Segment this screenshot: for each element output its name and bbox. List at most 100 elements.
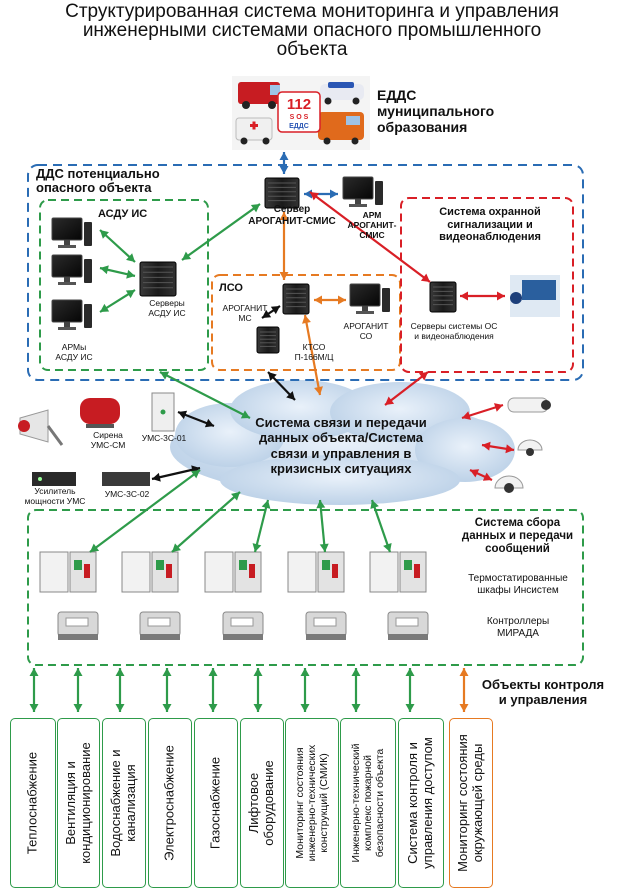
edds-label-line: образования — [377, 119, 468, 136]
subsystem-label: Вентиляция и кондиционирование — [62, 742, 93, 864]
dds-label-line: ДДС потенциально — [36, 166, 160, 181]
asdu-arm-arrow — [99, 289, 136, 313]
ums01-network-arrow — [177, 410, 215, 428]
lso-ms-rack-icon — [282, 283, 310, 315]
loudspeaker-icon — [18, 409, 64, 446]
asdu-arm-icon — [51, 217, 92, 248]
objects-link-arrow — [29, 668, 39, 712]
dds-network-arrow — [159, 371, 251, 419]
siren-label: Сирена УМС-СМ — [78, 430, 138, 451]
asdu-arm-icon — [51, 254, 92, 285]
asdu-servers-line: Серверы — [149, 298, 185, 308]
objects-link-arrow — [300, 668, 310, 712]
security-video-arrow — [460, 291, 505, 301]
edds-badge-edds: ЕДДС — [289, 123, 309, 130]
arm-smis-label: АРМ АРОГАНИТ- СМИС — [332, 210, 412, 240]
cabinets-label: Термостатированные шкафы Инсистем — [458, 573, 578, 596]
lso-title: ЛСО — [219, 282, 243, 294]
subsystem-box: Мониторинг состояния инженерно-техническ… — [285, 718, 339, 888]
objects-link-arrow — [73, 668, 83, 712]
lso-ktso-label: КТСО П-166М/Ц — [286, 342, 342, 363]
controllers-label-line: Контроллеры — [486, 616, 550, 627]
subsystem-label: Электроснабжение — [161, 745, 177, 861]
asdu-smis-arrow — [181, 203, 261, 261]
data-system-title-line: сообщений — [485, 543, 550, 556]
asdu-arm-icon — [51, 299, 92, 330]
cabinets-label-line: Термостатированные — [468, 573, 568, 584]
objects-link-arrow — [405, 668, 415, 712]
controllers-label: Контроллеры МИРАДА — [458, 616, 578, 639]
edds-label-line: муниципального — [377, 103, 495, 120]
lso-ktso-line: П-166М/Ц — [294, 351, 334, 362]
ums01-cabinet-icon — [151, 392, 175, 432]
subsystem-box: Лифтовое оборудование — [240, 718, 284, 888]
objects-link-arrow — [162, 668, 172, 712]
lso-so-line: СО — [359, 330, 373, 341]
subsystem-box: Теплоснабжение — [10, 718, 56, 888]
ktso-rack-icon — [256, 326, 280, 354]
lso-so-icon — [349, 283, 390, 314]
objects-link-arrow — [115, 668, 125, 712]
security-network-arrow — [384, 371, 429, 406]
siren-label-line: УМС-СМ — [90, 439, 126, 450]
lso-so-label: АРОГАНИТ СО — [338, 321, 394, 342]
security-servers-icon — [429, 281, 457, 313]
subsystem-box: Мониторинг состояния окружающей среды — [449, 718, 493, 888]
insystem-cabinet-icon — [121, 551, 179, 593]
ums01-label: УМС-3С-01 — [141, 433, 187, 443]
asdu-arms-label: АРМы АСДУ ИС — [44, 342, 104, 363]
network-label-line: данных объекта/Система — [258, 430, 424, 446]
security-servers-line: и видеонаблюдения — [414, 330, 494, 341]
subsystem-box: Газоснабжение — [194, 718, 238, 888]
subsystem-box: Инженерно-технический комплекс пожарной … — [340, 718, 396, 888]
edds-label-line: ЕДДС — [377, 87, 417, 103]
arm-smis-icon — [342, 176, 383, 207]
video-operator-icon — [510, 275, 560, 317]
lso-ms-so-arrow — [314, 295, 346, 305]
objects-label-line: Объекты контроля — [481, 677, 605, 692]
siren-icon — [80, 398, 120, 428]
controllers-label-line: МИРАДА — [497, 627, 539, 639]
server-smis-line: АРОГАНИТ-СМИС — [248, 215, 336, 227]
edds-badge-112: 112 — [287, 96, 311, 113]
edds-label: ЕДДС муниципального образования — [377, 87, 494, 135]
asdu-servers-icon — [139, 261, 177, 297]
title-line-2: инженерными системами опасного промышлен… — [82, 20, 542, 41]
subsystem-box: Вентиляция и кондиционирование — [57, 718, 100, 888]
cabinet-network-arrow — [370, 499, 392, 553]
cabinet-network-arrow — [89, 469, 201, 553]
asdu-frame — [39, 199, 209, 371]
ums02-cabinet-icon — [102, 472, 150, 486]
network-label: Система связи и передачи данных объекта/… — [236, 415, 446, 476]
subsystem-label: Система контроля и управления доступом — [405, 737, 435, 869]
amplifier-label-line: мощности УМС — [24, 495, 86, 506]
insystem-cabinet-icon — [369, 551, 427, 593]
subsystem-label: Водоснабжение и канализация — [108, 749, 138, 857]
subsystem-box: Водоснабжение и канализация — [102, 718, 146, 888]
dds-frame — [27, 164, 584, 381]
security-title-line: Система охранной — [439, 206, 541, 218]
arm-smis-line: АРОГАНИТ- — [347, 219, 397, 230]
security-servers-label: Серверы системы ОС и видеонаблюдения — [404, 321, 504, 342]
asdu-servers-line: АСДУ ИС — [148, 307, 186, 318]
network-cloud — [170, 380, 515, 505]
dds-label: ДДС потенциально опасного объекта — [36, 166, 160, 196]
network-camera-arrow — [481, 441, 515, 454]
cabinet-network-arrow — [316, 499, 329, 553]
dome-camera-icon — [494, 475, 524, 493]
lso-ms-label: АРОГАНИТ МС — [217, 303, 273, 324]
dds-label-line: опасного объекта — [36, 180, 152, 196]
smis-arm-arrow — [304, 189, 338, 199]
server-smis-label: Сервер АРОГАНИТ-СМИС — [232, 204, 352, 227]
insystem-cabinet-icon — [204, 551, 262, 593]
edds-vehicles-image: 112 S O S ЕДДС — [232, 76, 370, 150]
amplifier-label-line: Усилитель — [34, 486, 76, 496]
objects-label-line: и управления — [498, 691, 588, 707]
lso-ktso-arrow — [261, 305, 281, 319]
data-system-title-line: Система сбора — [474, 517, 561, 529]
amplifier-icon — [32, 472, 76, 486]
edds-link-arrow — [279, 152, 289, 174]
lso-network-arrow — [302, 314, 323, 396]
server-smis-icon — [264, 177, 300, 209]
